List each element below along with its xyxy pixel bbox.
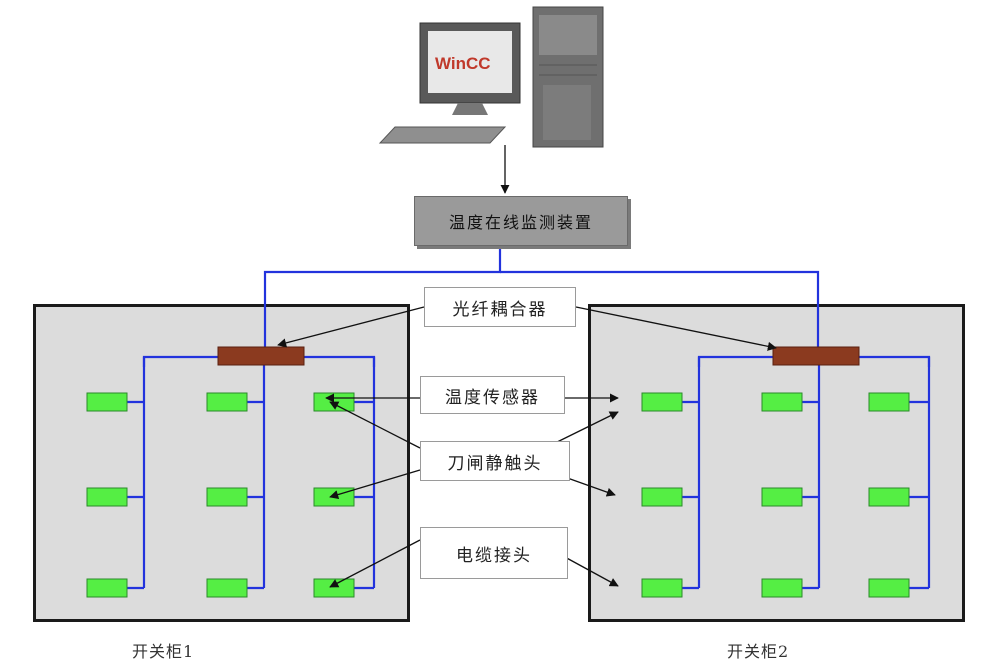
sensor-cab1-r0-c0 [86, 392, 128, 412]
sensor-cab2-r0-c0 [641, 392, 683, 412]
label-coupler-text: 光纤耦合器 [452, 299, 548, 320]
label-sensor-text: 温度传感器 [445, 387, 540, 408]
fiber-trunk-right [500, 270, 820, 352]
label-knife-contact-text: 刀闸静触头 [447, 453, 543, 474]
label-knife-contact: 刀闸静触头 [420, 441, 570, 481]
sensor-cab1-r1-c2 [313, 487, 355, 507]
sensor-cab2-r1-c1 [761, 487, 803, 507]
sensor-cab1-r2-c0 [86, 578, 128, 598]
fiber-cab2-top-right [859, 355, 931, 367]
monitoring-unit: 温度在线监测装置 [414, 196, 628, 246]
arrow-coupler-left [277, 306, 425, 348]
sensor-cab2-r2-c0 [641, 578, 683, 598]
sensor-cab2-r0-c2 [868, 392, 910, 412]
label-sensor: 温度传感器 [420, 376, 565, 414]
sensor-cab1-r2-c2 [313, 578, 355, 598]
computer: WinCC [355, 5, 615, 155]
sensor-cab2-r2-c1 [761, 578, 803, 598]
cabinet-2-label: 开关柜2 [727, 642, 790, 661]
sensor-cab1-r2-c1 [206, 578, 248, 598]
fiber-cab1-top-right [304, 355, 376, 367]
sensor-cab1-r0-c2 [313, 392, 355, 412]
monitoring-unit-label: 温度在线监测装置 [448, 213, 593, 232]
fiber-cab1-top-left [142, 355, 218, 367]
sensor-cab2-r1-c0 [641, 487, 683, 507]
cabinet-1-label: 开关柜1 [132, 642, 195, 661]
arrow-knife-left-1 [329, 401, 421, 449]
arrow-knife-left-2 [329, 469, 421, 500]
label-cable-joint: 电缆接头 [420, 527, 568, 579]
sensor-cab1-r1-c1 [206, 487, 248, 507]
label-cable-joint-text: 电缆接头 [456, 545, 532, 566]
computer-icon: WinCC [378, 6, 604, 148]
wincc-logo-text: WinCC [435, 54, 491, 73]
coupler-cab1 [217, 346, 305, 366]
arrow-cable-left [329, 539, 421, 588]
label-coupler: 光纤耦合器 [424, 287, 576, 327]
sensor-cab1-r1-c0 [86, 487, 128, 507]
sensor-cab1-r0-c1 [206, 392, 248, 412]
sensor-cab2-r0-c1 [761, 392, 803, 412]
arrow-coupler-right [575, 306, 777, 351]
fiber-cab2-top-left [697, 355, 773, 367]
fiber-trunk-left [263, 246, 502, 352]
sensor-cab2-r1-c2 [868, 487, 910, 507]
sensor-cab2-r2-c2 [868, 578, 910, 598]
coupler-cab2 [772, 346, 860, 366]
